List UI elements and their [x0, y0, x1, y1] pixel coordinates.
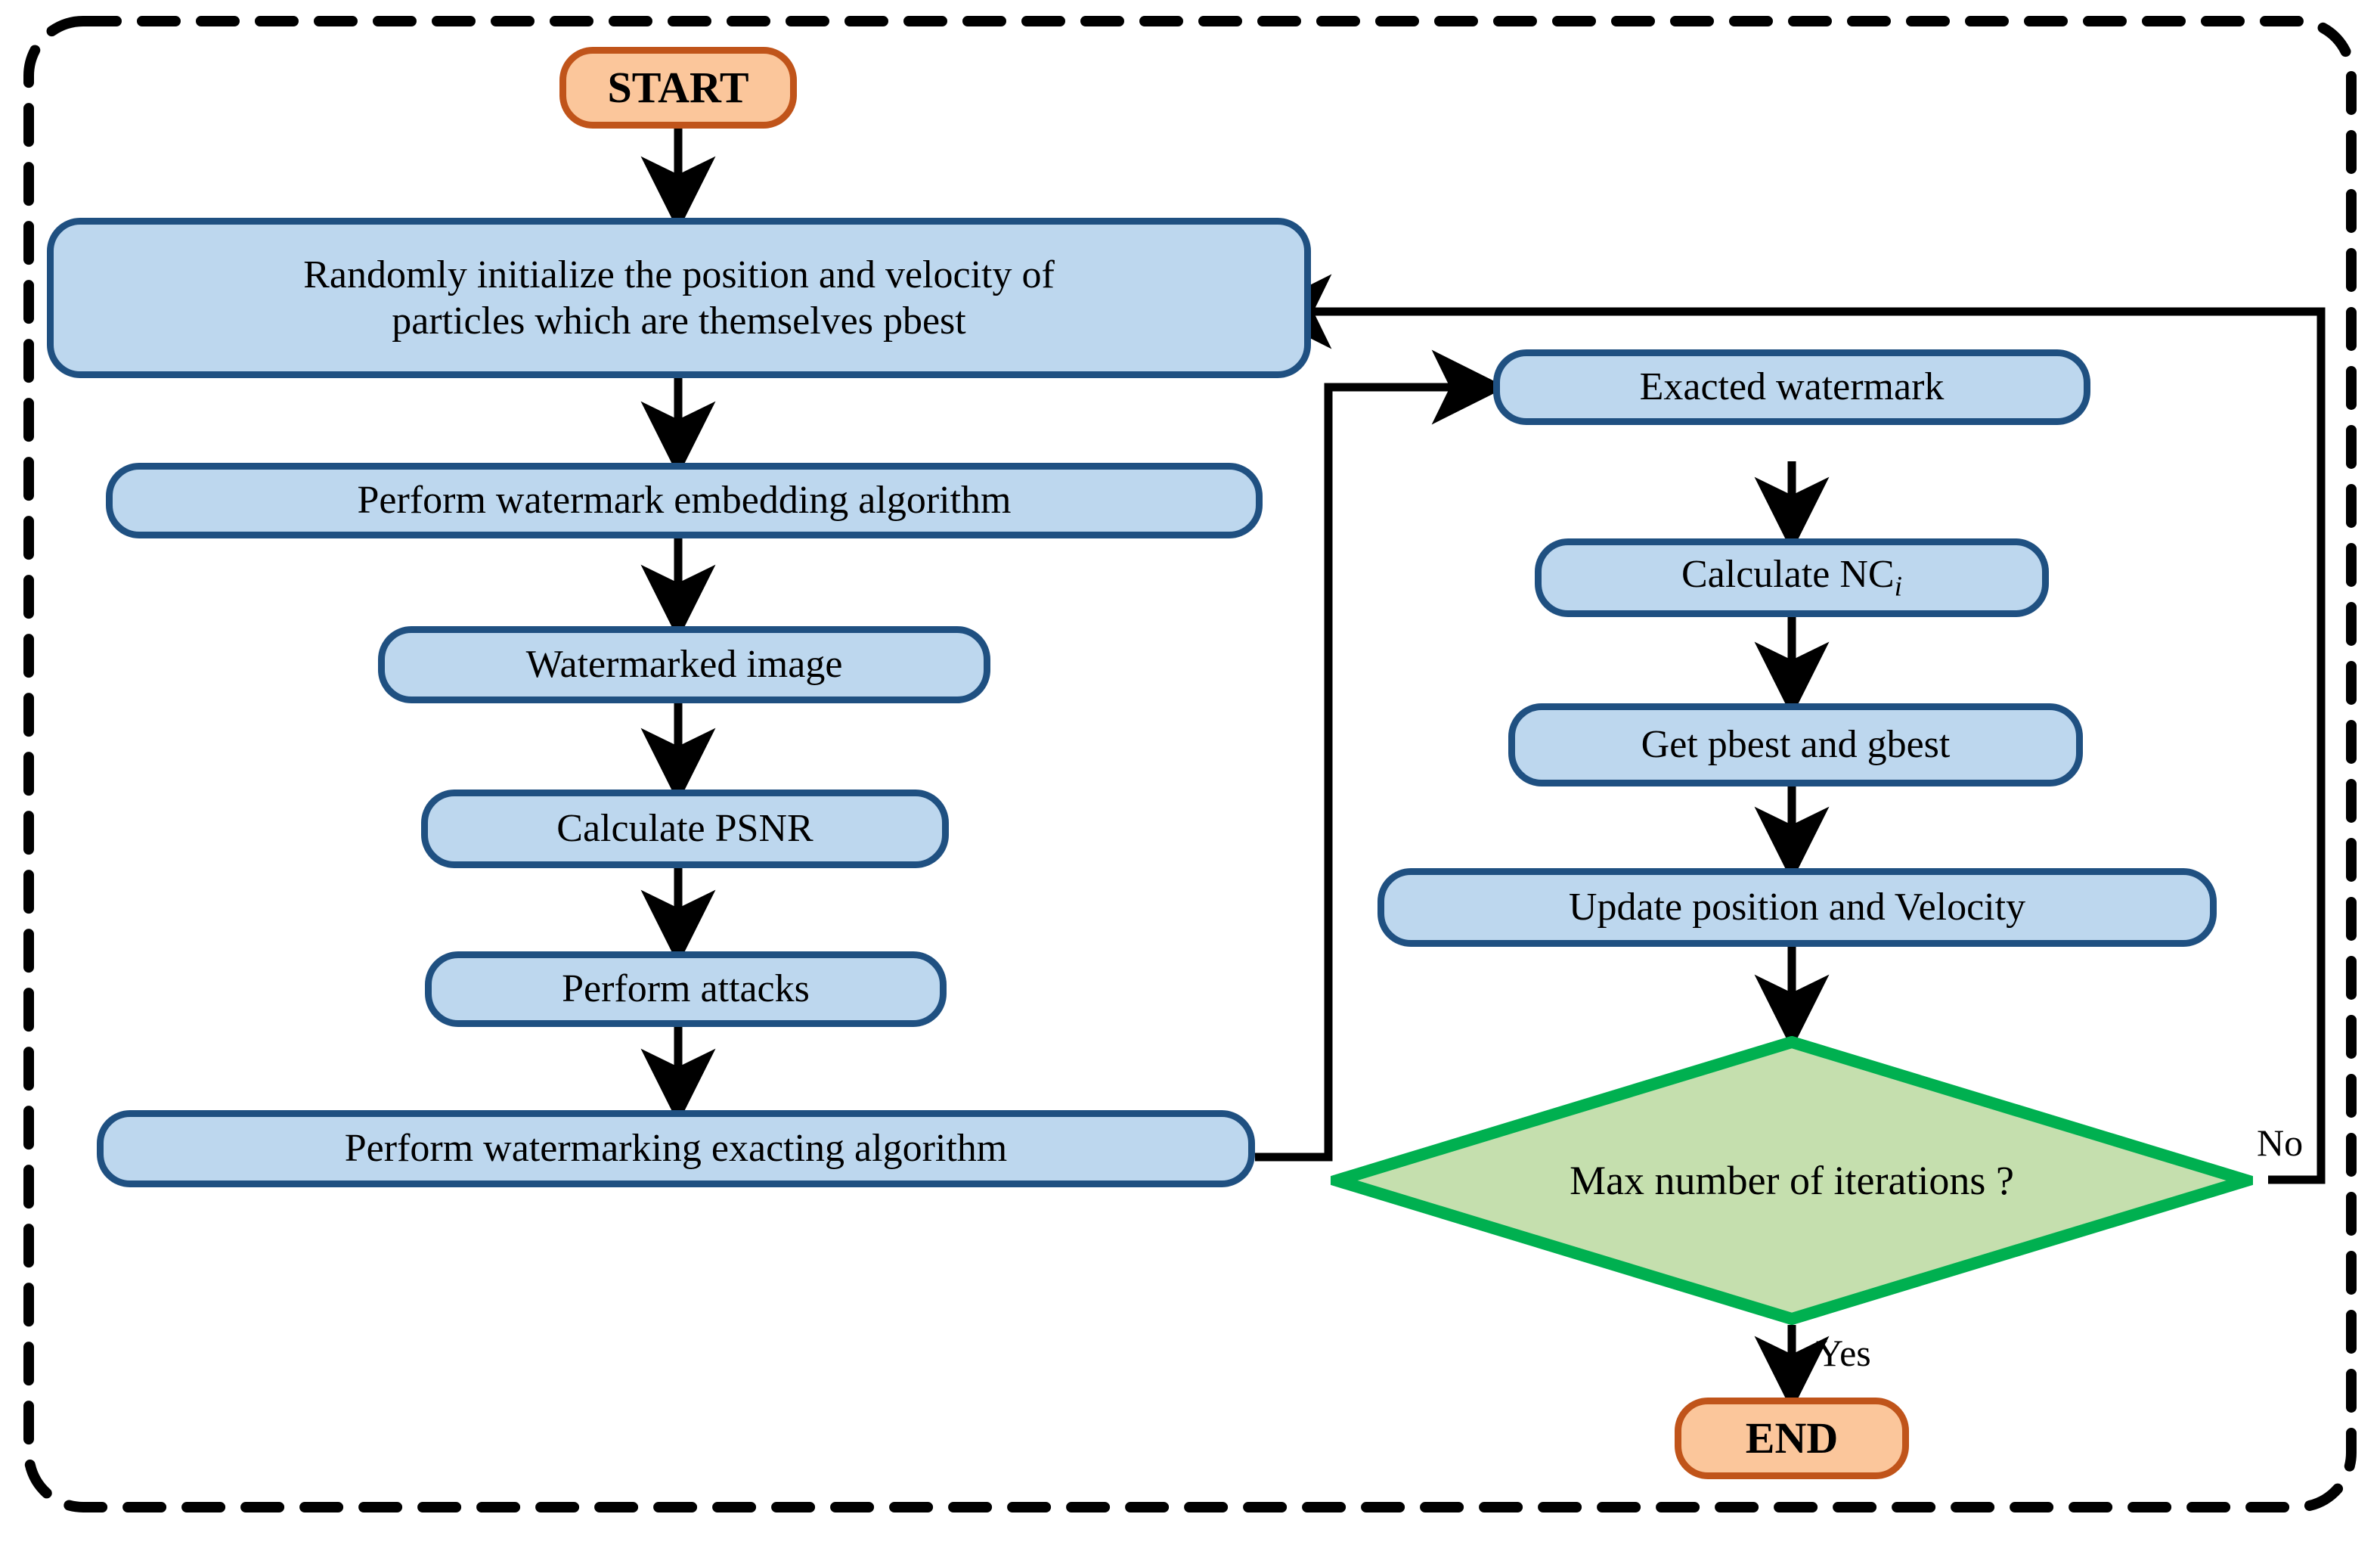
node-calculate-nc-subscript: i [1894, 571, 1902, 603]
node-embed-label: Perform watermark embedding algorithm [357, 479, 1012, 523]
node-update-position-velocity-label: Update position and Velocity [1568, 886, 2026, 929]
node-perform-attacks-label: Perform attacks [562, 967, 810, 1011]
decision-diamond-shape [1316, 1035, 2268, 1326]
node-init-line2: particles which are themselves pbest [392, 299, 966, 343]
node-init[interactable]: Randomly initialize the position and vel… [47, 218, 1311, 378]
node-end[interactable]: END [1675, 1398, 1909, 1479]
edge-label-no: No [2257, 1122, 2304, 1164]
node-extract-algorithm-label: Perform watermarking exacting algorithm [344, 1127, 1008, 1171]
node-start[interactable]: START [559, 47, 797, 129]
node-start-label: START [607, 62, 749, 112]
node-calculate-psnr-label: Calculate PSNR [556, 807, 813, 851]
node-init-line1: Randomly initialize the position and vel… [303, 253, 1055, 296]
node-calculate-nc-label: Calculate NCi [1681, 553, 1902, 603]
node-update-position-velocity[interactable]: Update position and Velocity [1377, 868, 2217, 947]
edge-label-yes: Yes [1816, 1332, 1871, 1374]
node-extract-algorithm[interactable]: Perform watermarking exacting algorithm [97, 1110, 1255, 1187]
node-embed[interactable]: Perform watermark embedding algorithm [106, 463, 1263, 538]
node-perform-attacks[interactable]: Perform attacks [425, 951, 947, 1027]
node-watermarked-image-label: Watermarked image [525, 643, 843, 687]
node-end-label: END [1745, 1413, 1839, 1463]
node-exacted-watermark[interactable]: Exacted watermark [1493, 349, 2090, 425]
node-exacted-watermark-label: Exacted watermark [1639, 365, 1945, 409]
node-calculate-nc[interactable]: Calculate NCi [1535, 538, 2049, 617]
node-decision-max-iterations[interactable]: Max number of iterations ? [1316, 1035, 2268, 1326]
node-calculate-psnr[interactable]: Calculate PSNR [421, 790, 949, 868]
node-watermarked-image[interactable]: Watermarked image [378, 626, 990, 703]
node-get-pbest-gbest-label: Get pbest and gbest [1641, 723, 1951, 767]
node-get-pbest-gbest[interactable]: Get pbest and gbest [1508, 703, 2083, 786]
